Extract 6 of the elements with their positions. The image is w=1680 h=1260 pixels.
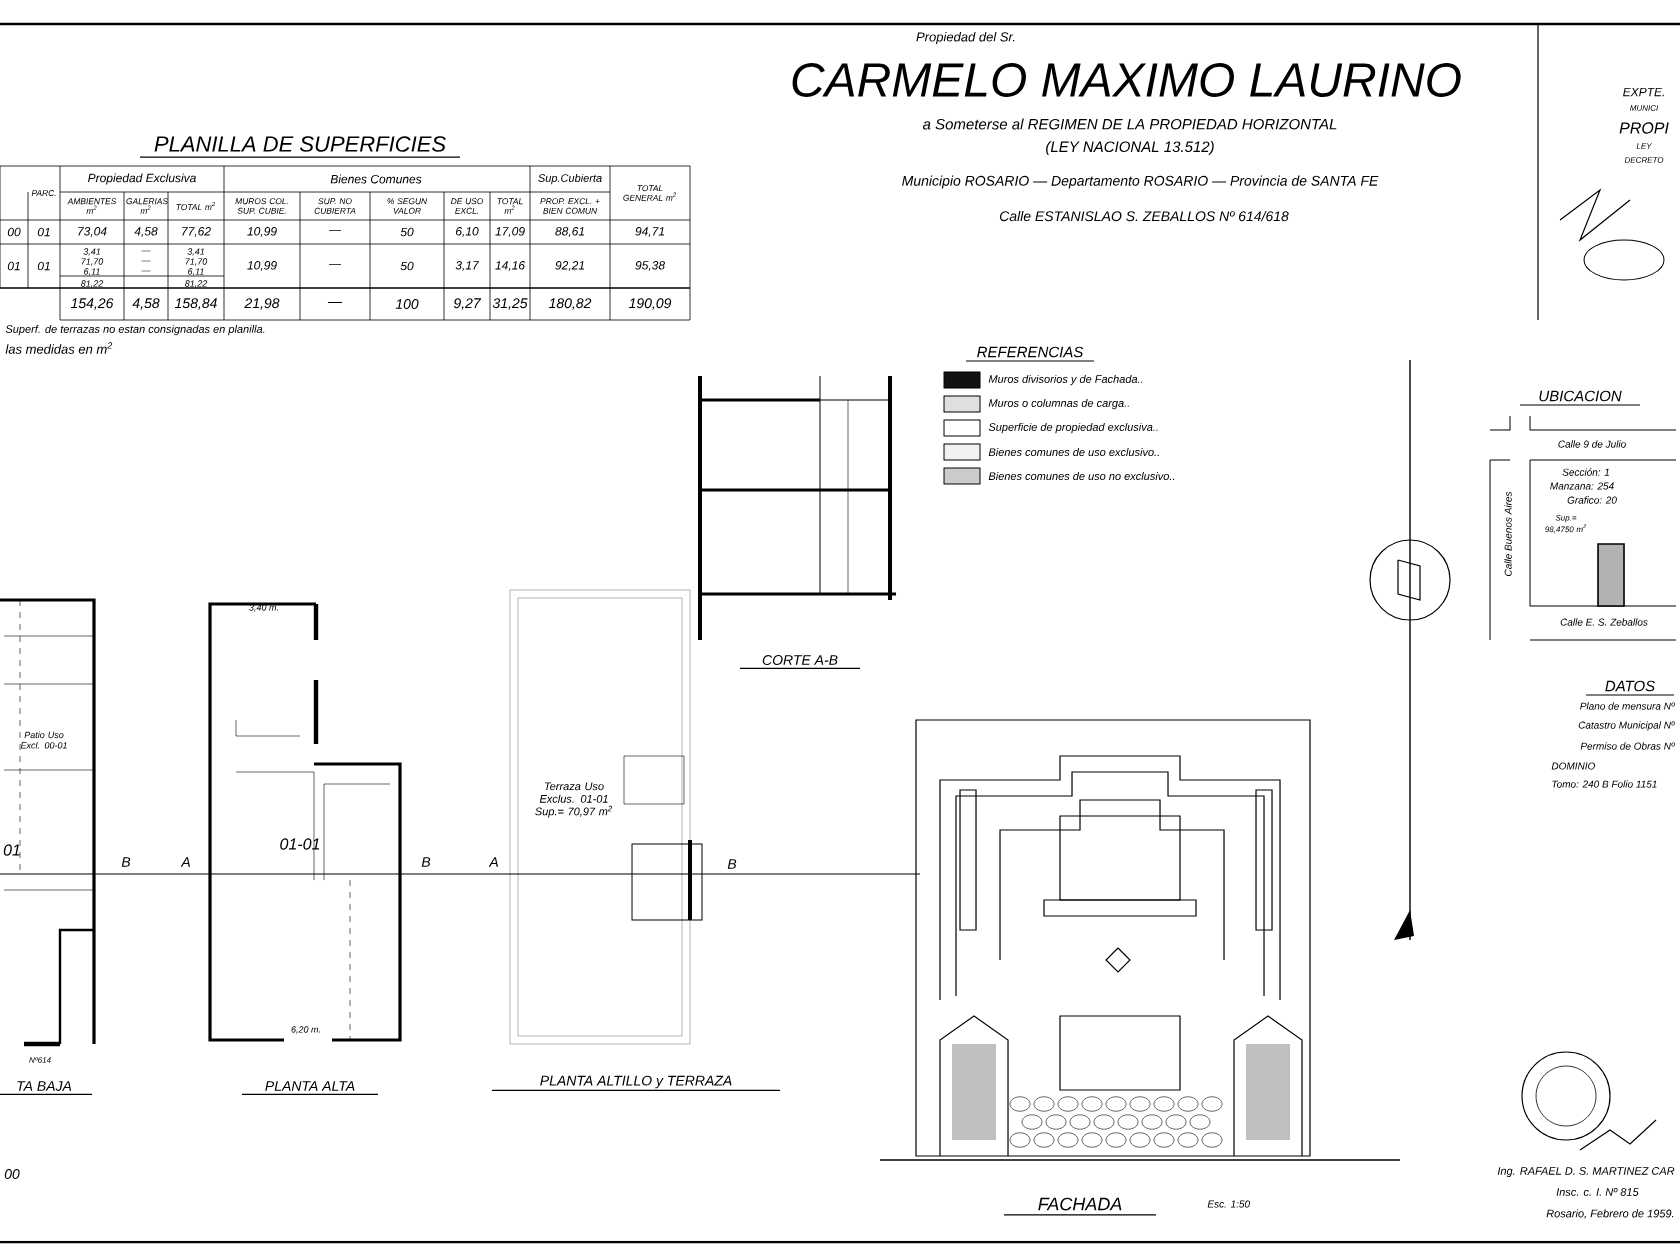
unit-label: 01: [3, 844, 20, 856]
drawing-title: FACHADA: [1038, 1197, 1122, 1211]
table-title: PLANILLA DE SUPERFICIES: [154, 136, 446, 152]
unit-label: 01-01: [280, 838, 320, 850]
stamp-text: PROPI: [1619, 122, 1669, 134]
title: CARMELO MAXIMO LAURINO: [792, 63, 1461, 97]
